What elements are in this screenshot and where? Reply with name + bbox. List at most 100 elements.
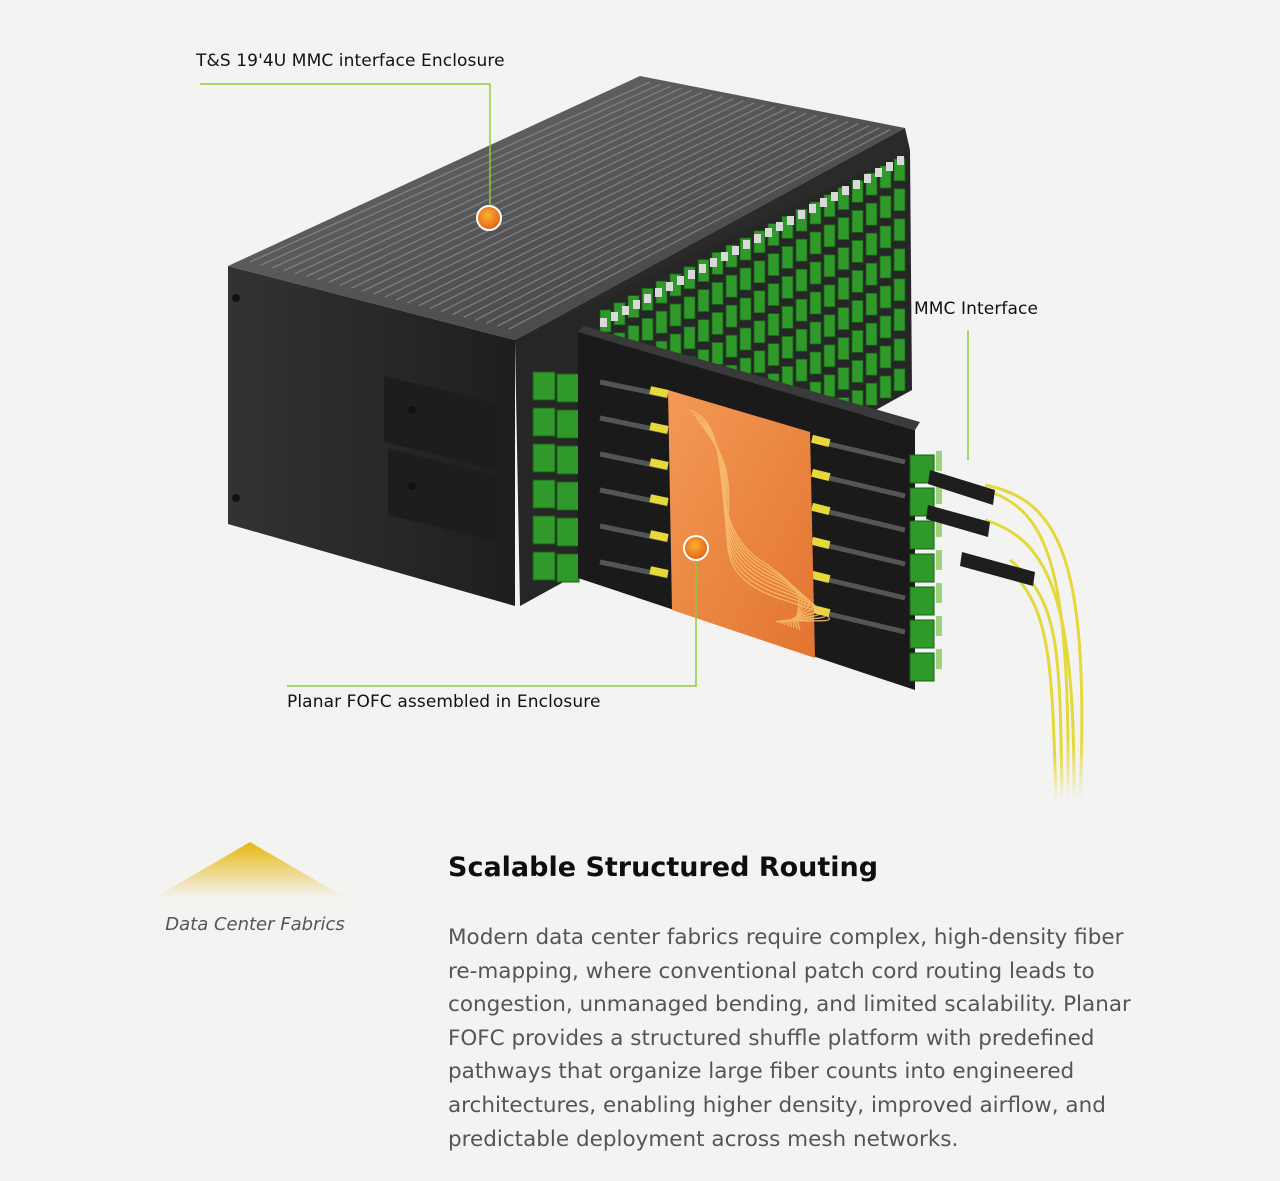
connector-boot <box>811 536 831 550</box>
lid-rib <box>485 125 870 324</box>
screw <box>408 406 416 414</box>
adapter-clip <box>936 517 942 537</box>
connector-boot <box>811 502 831 516</box>
callout-enclosure: T&S 19'4U MMC interface Enclosure <box>196 51 505 71</box>
mmc-adapter <box>837 367 850 391</box>
adapter-latch <box>809 204 816 213</box>
leader-line-fofc <box>287 548 697 687</box>
lid-rib <box>317 93 713 281</box>
mmc-adapter <box>739 267 752 291</box>
enclosure-marker <box>476 205 502 231</box>
mmc-adapter <box>655 310 668 334</box>
mmc-adapter <box>781 275 794 299</box>
adapter-latch <box>886 162 893 171</box>
mmc-adapter <box>795 328 808 352</box>
fiber-patch-cords <box>984 483 1084 801</box>
adapter <box>556 373 580 403</box>
lid-rib <box>452 118 838 316</box>
adapter <box>909 553 935 583</box>
lid-rib <box>350 100 745 289</box>
adapter-latch <box>710 258 717 267</box>
mmc-adapter <box>739 297 752 321</box>
adapter <box>532 407 556 437</box>
lid-rib <box>373 104 765 295</box>
mmc-adapter <box>641 317 654 341</box>
fofc-fiber-traces <box>689 409 831 631</box>
mmc-adapter <box>879 285 892 309</box>
connector-boot <box>649 494 669 506</box>
adapter-latch <box>765 228 772 237</box>
mmc-adapter <box>879 195 892 219</box>
connector-boot <box>649 458 669 470</box>
mmc-adapter <box>865 232 878 256</box>
mmc-adapter <box>753 290 766 314</box>
adapter-latch <box>820 198 827 207</box>
mmc-adapter <box>837 307 850 331</box>
connector-boot <box>649 386 669 398</box>
mmc-adapter <box>767 283 780 307</box>
mmc-adapter <box>823 284 836 308</box>
mmc-adapter <box>767 343 780 367</box>
adapter-latch <box>600 318 607 327</box>
mmc-adapter <box>879 315 892 339</box>
adapter-latch <box>666 282 673 291</box>
mmc-adapter <box>879 255 892 279</box>
screw <box>232 294 240 302</box>
adapter <box>909 619 935 649</box>
lid-rib <box>249 81 651 263</box>
connector-boot <box>649 422 669 434</box>
adapter-latch <box>699 264 706 273</box>
adapter-latch <box>622 306 629 315</box>
adapter <box>909 652 935 682</box>
adapter-latch <box>633 300 640 309</box>
drawer-right-adapters <box>909 451 942 682</box>
mmc-adapter <box>753 320 766 344</box>
lid-rib <box>339 98 734 286</box>
adapter-latch <box>831 192 838 201</box>
lid-rib <box>328 95 724 284</box>
lid-rib <box>407 110 797 304</box>
mmc-adapter <box>725 274 738 298</box>
mmc-adapter <box>823 224 836 248</box>
connector-boot <box>811 570 831 584</box>
mmc-adapter <box>669 303 682 327</box>
mmc-adapter <box>837 337 850 361</box>
mmc-adapter <box>851 329 864 353</box>
planar-fofc <box>668 390 831 658</box>
mmc-adapter <box>823 344 836 368</box>
mmc-adapter <box>809 321 822 345</box>
mmc-adapter <box>725 304 738 328</box>
lid-rib <box>362 102 755 292</box>
adapter <box>532 551 556 581</box>
mmc-adapter <box>795 298 808 322</box>
fofc-plate <box>668 390 815 658</box>
mmc-adapter <box>893 248 906 272</box>
category-caption: Data Center Fabrics <box>165 914 345 935</box>
lid-rib <box>497 127 880 327</box>
category-badge-triangle <box>154 842 346 898</box>
mmc-adapter <box>711 281 724 305</box>
mmc-adapter <box>893 278 906 302</box>
mmc-adapter <box>865 382 878 406</box>
mmc-adapter <box>837 277 850 301</box>
mmc-adapter <box>767 313 780 337</box>
mmc-adapter <box>781 245 794 269</box>
mmc-adapter <box>795 208 808 232</box>
adapter-latch <box>743 240 750 249</box>
fiber-trace <box>710 437 826 624</box>
lid-rib <box>272 85 672 269</box>
adapter <box>556 409 580 439</box>
adapter <box>556 553 580 583</box>
mmc-adapter <box>753 260 766 284</box>
connector-boot <box>649 566 669 578</box>
adapter-latch <box>732 246 739 255</box>
connector-boot <box>811 468 831 482</box>
mmc-adapter <box>851 209 864 233</box>
lid-rib <box>283 87 682 272</box>
adapter-clip <box>936 583 942 603</box>
mmc-adapter <box>697 319 710 343</box>
mmc-adapter <box>809 291 822 315</box>
adapter-latch <box>721 252 728 261</box>
adapter-latch <box>677 276 684 285</box>
mmc-adapter <box>893 368 906 392</box>
